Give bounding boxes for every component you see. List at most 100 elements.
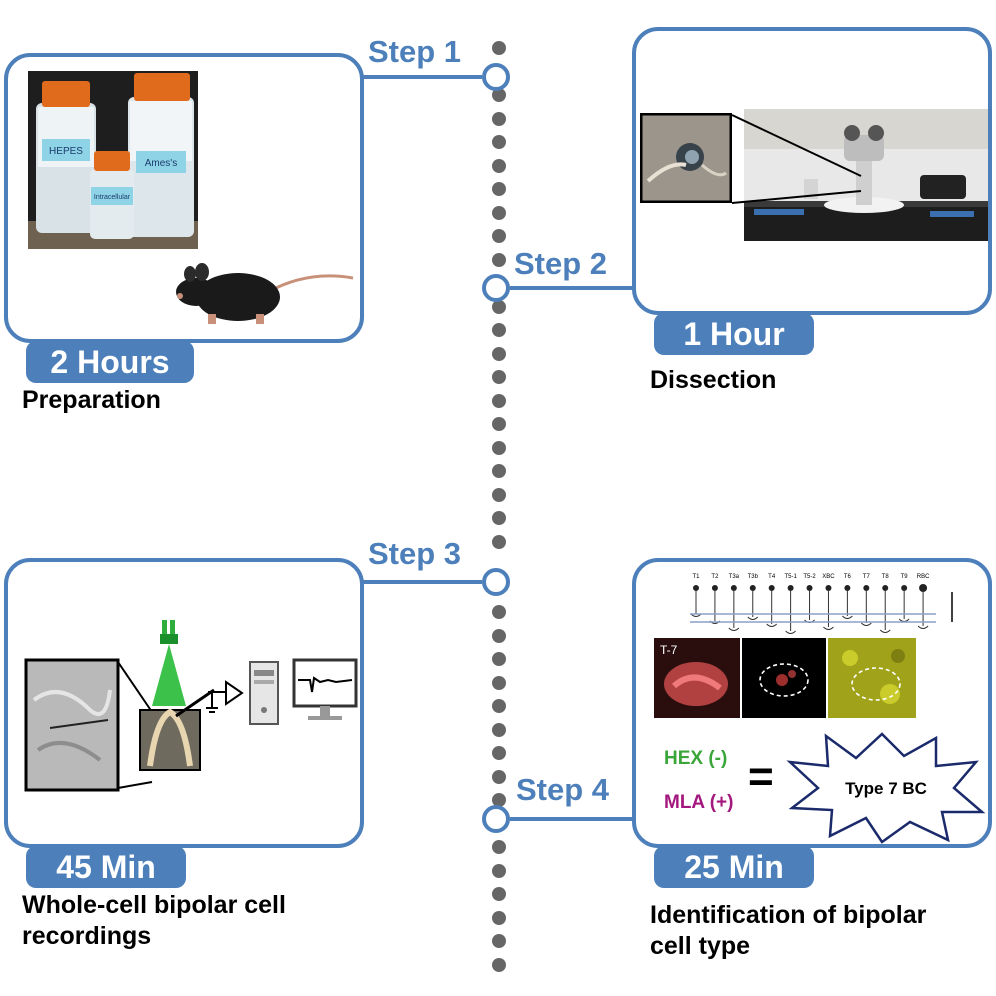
step3-duration-badge: 45 Min <box>26 846 186 888</box>
cell-soma <box>806 585 813 591</box>
recording-setup-schematic <box>24 620 358 792</box>
step2-caption: Dissection <box>650 366 777 394</box>
step4-duration-badge: 25 Min <box>654 846 814 888</box>
timeline-dot <box>492 840 506 854</box>
cell-type-label: XBC <box>822 574 835 580</box>
timeline-dot <box>492 652 506 666</box>
cell-type-label: T6 <box>844 574 852 580</box>
timeline-dot <box>492 957 506 972</box>
step1-node <box>482 63 510 91</box>
timeline-dot <box>492 487 506 502</box>
cell-soma <box>787 585 794 591</box>
cell-type-label: T2 <box>711 574 719 580</box>
step3-label: Step 3 <box>368 536 462 571</box>
bottle-label-intracellular: Intracellular <box>94 194 131 201</box>
zoom-lines <box>731 114 862 204</box>
timeline-dot <box>492 252 506 267</box>
step4-caption-line1: Identification of bipolar <box>650 901 927 929</box>
cell-type-label: T5-1 <box>784 574 797 580</box>
dissection-microscope-photo <box>744 109 988 241</box>
result-label: Type 7 BC <box>845 779 927 798</box>
cell-axon-terminal <box>860 622 872 626</box>
timeline-dot <box>492 440 506 455</box>
cell-soma <box>749 585 756 591</box>
bottle-label-hepes: HEPES <box>49 146 83 157</box>
timeline-dot <box>492 910 506 925</box>
timeline-dot <box>492 299 506 314</box>
cell-soma <box>919 584 928 592</box>
cell-type-label: T8 <box>882 574 890 580</box>
timeline-dot <box>492 605 506 619</box>
fluorescence-images: T-7 <box>654 638 916 718</box>
timeline-dot <box>492 722 506 737</box>
cell-type-label: T1 <box>692 574 700 580</box>
cell-axon-terminal <box>823 626 834 630</box>
cell-type-label: T7 <box>863 574 871 580</box>
cell-axon-terminal <box>917 625 929 629</box>
timeline-dot <box>492 393 506 408</box>
step3-node <box>482 568 510 596</box>
cell-soma <box>901 585 908 591</box>
cell-soma <box>863 585 870 591</box>
bottle-label-ames: Ames's <box>145 158 177 169</box>
cell-soma <box>882 585 889 591</box>
step1-panel: HEPES Ames's Intracellular <box>4 53 364 343</box>
timeline-dot <box>492 135 506 149</box>
timeline-dot <box>492 346 506 361</box>
cell-type-label: T3b <box>748 574 759 580</box>
timeline-dot <box>492 229 506 243</box>
cell-axon-terminal <box>766 623 778 627</box>
timeline-dot <box>492 41 506 55</box>
step3-caption-line1: Whole-cell bipolar cell <box>22 891 286 919</box>
step4-connector <box>510 817 634 821</box>
timeline-dot <box>492 746 506 760</box>
cell-soma <box>768 585 775 591</box>
step1-label: Step 1 <box>368 34 462 69</box>
cell-type-label: T9 <box>901 574 909 580</box>
timeline-dot <box>492 887 506 901</box>
step4-caption-line2: cell type <box>650 932 751 960</box>
timeline-dot <box>492 323 506 337</box>
step1-caption: Preparation <box>22 386 161 414</box>
timeline-dot <box>492 511 506 525</box>
timeline-dot <box>492 417 506 431</box>
timeline-dot <box>492 793 506 807</box>
equals-sign: = <box>748 752 774 801</box>
cell-type-label: T3a <box>729 574 740 580</box>
step1-connector <box>360 75 482 79</box>
step2-duration-badge: 1 Hour <box>654 313 814 355</box>
cell-soma <box>825 585 832 591</box>
cell-type-label: RBC <box>917 574 930 580</box>
timeline-dot <box>492 863 506 878</box>
cell-axon-terminal <box>728 627 740 631</box>
step4-label: Step 4 <box>516 772 610 807</box>
cell-soma <box>844 585 851 591</box>
timeline-dot <box>492 934 506 948</box>
timeline-dot <box>492 769 506 784</box>
timeline-dot <box>492 158 506 173</box>
mla-result: MLA (+) <box>664 792 734 813</box>
timeline-dot <box>492 182 506 196</box>
step2-label: Step 2 <box>514 246 608 281</box>
timeline-dot <box>492 111 506 126</box>
cell-axon-terminal <box>747 616 759 620</box>
step2-connector <box>510 286 634 290</box>
step2-node <box>482 274 510 302</box>
cell-axon-terminal <box>785 630 796 634</box>
timeline-dot <box>492 464 506 478</box>
solution-bottles-photo: HEPES Ames's Intracellular <box>28 71 198 249</box>
timeline-dot <box>492 628 506 643</box>
cell-type-label: T5-2 <box>803 574 816 580</box>
cell-image-label: T-7 <box>660 643 678 657</box>
step1-duration-badge: 2 Hours <box>26 341 194 383</box>
timeline-dot <box>492 675 506 690</box>
eye-dissection-inset <box>640 113 732 203</box>
hex-result: HEX (-) <box>664 748 728 769</box>
step2-panel <box>632 27 992 315</box>
timeline-dot <box>492 88 506 102</box>
timeline-dot <box>492 534 506 549</box>
step3-caption-line2: recordings <box>22 922 152 950</box>
